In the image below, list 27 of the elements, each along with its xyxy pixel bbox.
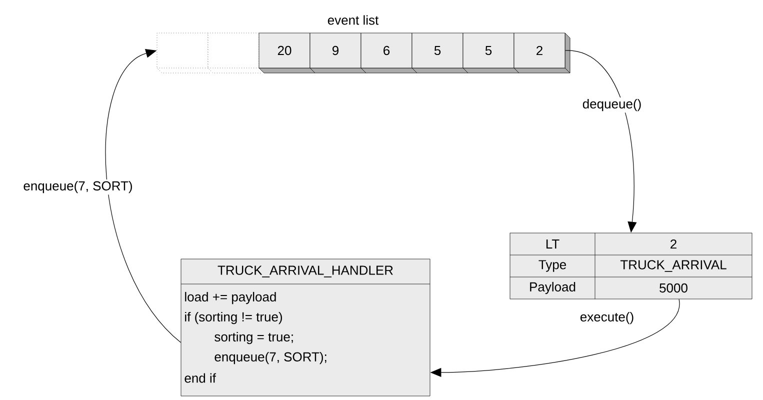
handler-title: TRUCK_ARRIVAL_HANDLER (218, 266, 393, 278)
code-line: if (sorting != true) (185, 312, 282, 324)
list-cell: 2 (514, 32, 570, 74)
list-cell: 5 (462, 32, 520, 74)
list-cell: 6 (360, 32, 418, 74)
list-cell: 20 (258, 32, 316, 74)
table-cell: TRUCK_ARRIVAL (620, 260, 726, 272)
table-cell: Type (538, 260, 566, 272)
code-line: enqueue(7, SORT); (214, 352, 326, 364)
code-line: sorting = true; (214, 332, 293, 344)
record-table (510, 232, 752, 300)
empty-list-cell (156, 32, 212, 74)
table-cell: 2 (670, 239, 676, 249)
code-line: load += payload (185, 292, 276, 304)
table-cell: Payload (530, 282, 576, 294)
code-line: end if (184, 373, 216, 383)
list-cell: 9 (310, 32, 366, 74)
edge-label: enqueue(7, SORT) (22, 179, 134, 195)
handler-box (180, 258, 430, 396)
list-title: event list (328, 15, 379, 25)
arrow (105, 48, 182, 343)
list-cell: 5 (412, 32, 468, 74)
table-cell: LT (546, 240, 560, 248)
edge-label: dequeue() (580, 97, 644, 113)
table-cell: 5000 (660, 283, 688, 293)
edge-label: execute() (578, 310, 636, 326)
empty-list-cell (208, 32, 262, 74)
